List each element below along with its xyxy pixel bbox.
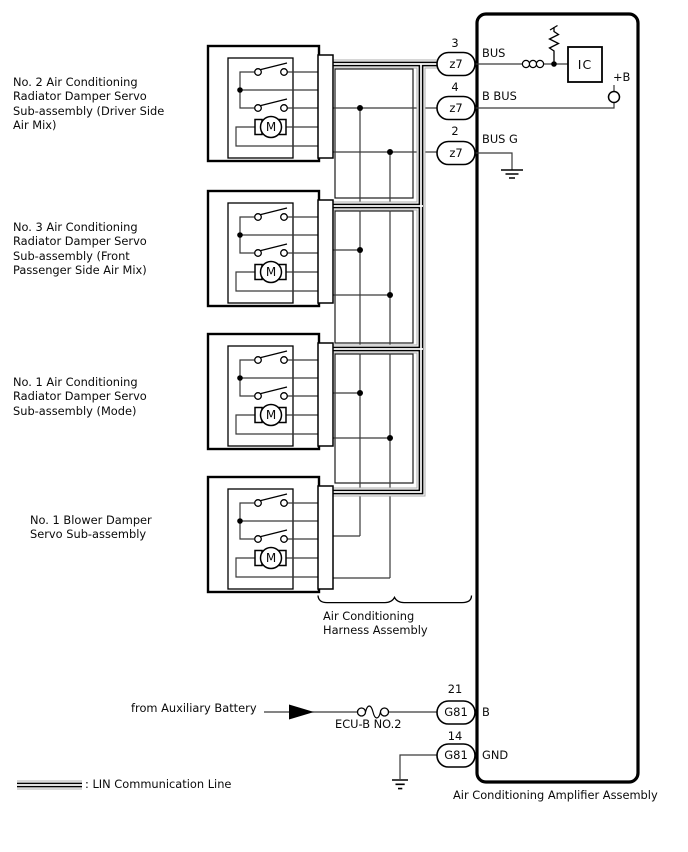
pin-number-3: 3 <box>451 36 459 50</box>
label-line: No. 3 Air Conditioning <box>13 220 138 234</box>
lin-communication-line <box>17 59 437 790</box>
connector-code-z7: z7 <box>449 145 463 160</box>
battery-source-label: from Auxiliary Battery <box>131 701 257 715</box>
label-line: Servo Sub-assembly <box>30 527 147 542</box>
servo-symbol-no1-mode <box>206 332 335 451</box>
harness-boxes <box>334 68 414 484</box>
inductor-icon <box>521 59 545 69</box>
label-line: Radiator Damper Servo <box>13 89 147 104</box>
label-line: No. 2 Air Conditioning <box>13 75 138 89</box>
motor-label: M <box>265 265 277 279</box>
servo-symbol-no3 <box>206 189 335 308</box>
label-line: Harness Assembly <box>323 623 428 638</box>
amplifier-internals <box>475 24 621 179</box>
label-line: Sub-assembly (Driver Side <box>13 103 165 118</box>
junction-dot <box>357 105 363 111</box>
z7-pin-4-oval <box>436 95 476 121</box>
label-line: Passenger Side Air Mix) <box>13 262 147 277</box>
connector-code-z7: z7 <box>449 100 463 115</box>
motor-label: M <box>265 120 277 134</box>
junction-dot <box>357 390 363 396</box>
signal-label-bus-g: BUS G <box>482 132 518 146</box>
connector-pins <box>436 51 476 768</box>
junction-dot <box>387 292 393 298</box>
pin-number-2: 2 <box>451 124 459 138</box>
label-line: Sub-assembly (Front <box>13 248 130 263</box>
z7-pin-2-oval <box>436 140 476 166</box>
motor-label: M <box>265 551 277 565</box>
ic-box <box>567 46 603 83</box>
plus-b-terminal-icon <box>607 90 621 104</box>
fuse-icon <box>356 705 390 719</box>
ic-label: IC <box>577 57 593 72</box>
signal-label-b-bus: B BUS <box>482 89 517 103</box>
battery-arrow-icon <box>289 704 314 720</box>
harness-box <box>334 210 414 344</box>
junction-dot <box>387 435 393 441</box>
pin-number-14: 14 <box>447 729 463 743</box>
servo-label-no1-mode: No. 1 Air Conditioning Radiator Damper S… <box>13 375 147 418</box>
pin-number-21: 21 <box>447 682 463 696</box>
label-line: Air Conditioning <box>323 609 415 623</box>
harness-wires <box>332 105 437 579</box>
amplifier-label: Air Conditioning Amplifier Assembly <box>453 788 658 802</box>
label-line: Radiator Damper Servo <box>13 234 147 249</box>
junction-dot <box>387 149 393 155</box>
label-line: Sub-assembly (Mode) <box>13 403 137 418</box>
connector-code-g81: G81 <box>444 748 468 762</box>
legend-lin-label: : LIN Communication Line <box>85 777 232 791</box>
pin-number-4: 4 <box>451 80 459 94</box>
connector-code-z7: z7 <box>449 56 463 71</box>
label-line: No. 1 Air Conditioning <box>13 375 138 389</box>
g81-pin-14-oval <box>436 743 476 768</box>
servo-label-blower: No. 1 Blower Damper Servo Sub-assembly <box>30 513 152 542</box>
resistor-icon <box>548 24 560 64</box>
label-line: No. 1 Blower Damper <box>30 513 152 527</box>
label-line: Radiator Damper Servo <box>13 389 147 404</box>
junction-dot <box>357 247 363 253</box>
signal-label-b: B <box>482 705 490 719</box>
servo-symbol-no2 <box>206 44 335 163</box>
label-line: Air Mix) <box>13 117 57 132</box>
plus-b-label: +B <box>613 70 631 84</box>
battery-feed <box>264 704 437 790</box>
amplifier-box <box>475 12 640 784</box>
servo-label-no2: No. 2 Air Conditioning Radiator Damper S… <box>13 75 164 132</box>
servo-label-no3: No. 3 Air Conditioning Radiator Damper S… <box>13 220 147 277</box>
connector-code-g81: G81 <box>444 705 468 719</box>
signal-label-bus: BUS <box>482 46 506 60</box>
harness-brace <box>317 595 473 604</box>
servo-symbol-blower <box>206 475 335 594</box>
ground-icon <box>392 779 408 790</box>
harness-box <box>334 353 414 484</box>
motor-label: M <box>265 408 277 422</box>
harness-box <box>334 68 414 199</box>
z7-pin-3-oval <box>436 51 476 77</box>
ground-icon <box>501 169 523 179</box>
signal-label-gnd: GND <box>482 748 509 762</box>
harness-label: Air Conditioning Harness Assembly <box>323 609 428 638</box>
fuse-label: ECU-B NO.2 <box>335 717 402 731</box>
g81-pin-21-oval <box>436 700 476 725</box>
